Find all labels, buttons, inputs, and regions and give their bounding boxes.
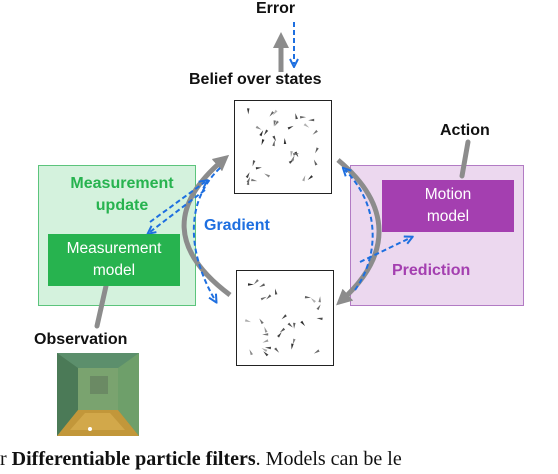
observation-image <box>57 353 139 436</box>
particles-top <box>245 108 319 186</box>
particle <box>313 159 318 166</box>
particle <box>300 320 306 327</box>
particle <box>252 160 256 167</box>
particle <box>260 296 267 301</box>
particle <box>312 129 318 135</box>
measurement-gradient-arrow-2 <box>149 182 205 223</box>
particle <box>300 116 307 119</box>
prediction-arrow <box>336 158 382 306</box>
particle <box>249 349 254 356</box>
action-arrow <box>459 139 471 179</box>
observation-label: Observation <box>34 331 128 348</box>
particle <box>246 178 250 186</box>
particle <box>262 333 269 336</box>
particle <box>315 147 319 154</box>
particle <box>253 279 259 285</box>
particle <box>246 176 251 183</box>
caption-prefix: r <box>0 448 7 470</box>
particle <box>255 125 262 130</box>
particle <box>269 111 275 117</box>
particle <box>264 346 272 350</box>
action-label: Action <box>440 122 490 139</box>
measurement-update-line2: update <box>95 197 149 214</box>
motion-gradient-arrow <box>359 238 410 263</box>
particle <box>307 175 313 180</box>
particle <box>246 108 250 115</box>
particle <box>318 296 321 303</box>
particle <box>293 153 300 156</box>
particle <box>290 151 293 158</box>
particle <box>259 318 264 325</box>
particle <box>272 135 277 142</box>
particle <box>283 138 287 145</box>
particle <box>259 283 266 288</box>
particles-bottom <box>244 279 323 357</box>
particle <box>272 140 275 147</box>
particle <box>272 109 278 116</box>
particle <box>259 130 264 137</box>
measurement-update-arrow <box>181 154 232 297</box>
particle <box>313 349 320 354</box>
particle <box>281 314 287 320</box>
particle <box>274 347 280 353</box>
measurement-update-label: Measurement update <box>48 173 196 217</box>
particle <box>292 338 296 345</box>
particle <box>274 288 278 295</box>
figure-caption: r Differentiable particle filters. Model… <box>0 448 558 474</box>
particle <box>277 332 282 338</box>
particle <box>245 172 250 179</box>
particle <box>310 297 316 303</box>
particle <box>304 295 311 299</box>
particle <box>293 322 296 329</box>
motion-model-line2: model <box>426 208 470 225</box>
belief-state-box-top <box>234 100 332 194</box>
particle <box>263 351 269 357</box>
measurement-gradient-arrow <box>150 189 206 232</box>
particle <box>287 125 294 130</box>
motion-model-box: Motion model <box>382 180 514 232</box>
gradient-left-arc <box>192 167 221 300</box>
particle <box>308 118 315 122</box>
particle <box>279 327 286 333</box>
particle <box>264 129 269 136</box>
particle <box>262 339 269 343</box>
particle <box>273 120 277 127</box>
particle <box>264 173 271 178</box>
particle <box>261 139 265 146</box>
particle <box>244 319 252 323</box>
particle <box>291 343 294 350</box>
gradient-right-arc <box>345 170 374 291</box>
particle <box>316 317 323 321</box>
particle <box>261 348 268 353</box>
particle <box>291 155 295 162</box>
particle <box>303 123 310 128</box>
measurement-model-box: Measurement model <box>48 234 180 286</box>
prediction-label: Prediction <box>392 262 471 279</box>
observation-arrow <box>94 283 109 329</box>
particle <box>264 326 268 333</box>
motion-model-line1: Motion <box>424 186 472 203</box>
particle <box>287 322 293 328</box>
particle <box>266 294 272 300</box>
particle <box>316 304 321 311</box>
belief-label: Belief over states <box>189 71 322 88</box>
measurement-update-line1: Measurement <box>70 175 174 192</box>
particle <box>295 113 298 120</box>
caption-rest: . Models can be le <box>255 448 402 470</box>
particle <box>247 283 254 286</box>
particle <box>251 178 258 182</box>
particle <box>274 120 279 127</box>
particle <box>302 175 306 182</box>
caption-bold: Differentiable particle filters <box>11 448 256 470</box>
measurement-model-line1: Measurement <box>66 240 162 257</box>
error-label: Error <box>256 0 296 17</box>
gradient-label: Gradient <box>204 217 270 234</box>
measurement-model-line2: model <box>92 262 136 279</box>
particle <box>255 167 262 170</box>
